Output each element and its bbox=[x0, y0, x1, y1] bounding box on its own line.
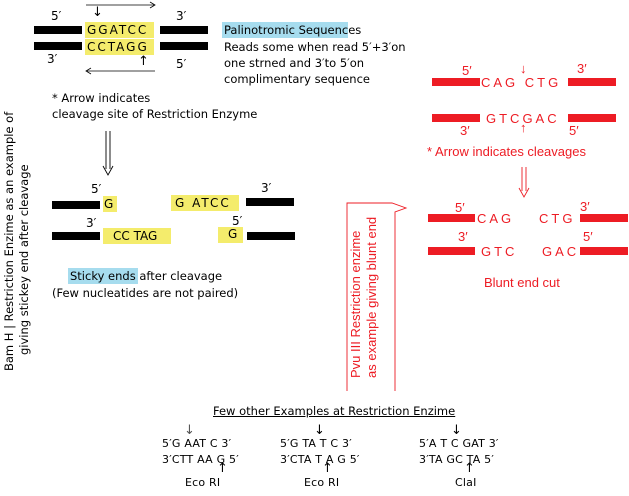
sticky-ends-label: Sticky ends after cleavage bbox=[70, 268, 222, 284]
pvu-cut-seq-bottom-left: GTC bbox=[481, 244, 518, 259]
dna-strand-top-left bbox=[34, 26, 82, 34]
bottom-direction-arrow bbox=[85, 67, 155, 75]
bamhi-side-caption-line2: giving stickey end after cleavage bbox=[17, 164, 31, 355]
pvu-strand-bottom-left bbox=[432, 114, 480, 122]
example1-top-seq: 5′G AAT C 3′ bbox=[162, 437, 232, 450]
cut-seq-top-left: G bbox=[104, 197, 116, 211]
cut-highlight-top-right bbox=[171, 195, 239, 211]
blunt-end-label: Blunt end cut bbox=[484, 275, 560, 290]
pvu-sequence-bottom: GTCGAC bbox=[486, 111, 560, 126]
cut-highlight-bottom-right bbox=[218, 227, 243, 243]
example2-enzyme-name: Eco RI bbox=[304, 476, 340, 489]
pvu-arrow-note: * Arrow indicates cleavages bbox=[427, 144, 586, 159]
arrow-note-line1: * Arrow indicates bbox=[52, 91, 151, 105]
cut-strand-bottom-left bbox=[52, 232, 100, 240]
pvu-label-5prime-bottom: 5′ bbox=[569, 123, 579, 138]
pvu-sequence-top: CAG CTG bbox=[481, 75, 562, 90]
example2-top-seq: 5′G TA T C 3′ bbox=[280, 437, 352, 450]
pvu-callout-box bbox=[346, 202, 408, 391]
palindrome-desc-line3: complimentary sequence bbox=[224, 72, 370, 86]
label-3prime-bottom: 3′ bbox=[47, 52, 58, 66]
bamhi-side-caption-line1: Bam H | Restriction Enzime as an example… bbox=[2, 111, 16, 371]
pvu-cut-label-5prime: 5′ bbox=[455, 200, 465, 215]
sticky-ends-highlight bbox=[68, 268, 138, 284]
cut-seq-bottom-right: G bbox=[228, 227, 240, 241]
dna-strand-top-right bbox=[160, 26, 208, 34]
example2-arrow-down-icon: ↓ bbox=[314, 423, 325, 438]
example3-bottom-seq: 3′TA GC TA 5′ bbox=[419, 453, 495, 466]
pvu-side-caption-line1: Pvu III Restriction enzime bbox=[348, 230, 363, 378]
cut-strand-top-right bbox=[246, 198, 294, 206]
pvu-strand-bottom-right bbox=[568, 114, 616, 122]
pvu-strand-top-right bbox=[568, 78, 616, 86]
example1-bottom-seq: 3′CTT AA G 5′ bbox=[162, 453, 239, 466]
cut-strand-bottom-right bbox=[247, 232, 295, 240]
pvu-label-3prime-bottom: 3′ bbox=[460, 123, 470, 138]
cut-seq-bottom-left: CC TAG bbox=[113, 229, 158, 243]
pvu-cut-strand-top-left bbox=[428, 214, 475, 222]
pvu-label-5prime-top: 5′ bbox=[462, 63, 472, 78]
pvu-cut-label-3prime-right: 3′ bbox=[580, 199, 590, 214]
example3-arrow-down-icon: ↓ bbox=[451, 423, 462, 438]
pvu-label-3prime-top: 3′ bbox=[577, 61, 587, 76]
example2-arrow-up-icon: ↑ bbox=[322, 461, 333, 476]
palindrome-title: Palinotromic Sequences bbox=[224, 23, 362, 37]
pvu-cleavage-arrow-down-icon: ↓ bbox=[520, 61, 527, 76]
label-5prime-bottom: 5′ bbox=[176, 57, 187, 71]
sequence-bottom: CCTAGG bbox=[87, 40, 149, 54]
pvu-cut-strand-top-right bbox=[580, 214, 628, 222]
label-3prime-top: 3′ bbox=[176, 9, 187, 23]
arrow-note-line2: cleavage site of Restriction Enzyme bbox=[52, 107, 258, 121]
sticky-ends-term: Sticky ends bbox=[70, 269, 136, 283]
cut-highlight-top-left bbox=[103, 196, 117, 212]
pvu-cut-strand-bottom-left bbox=[428, 247, 475, 255]
cleavage-arrow-down-icon: ↓ bbox=[92, 5, 103, 20]
example3-enzyme-name: ClaI bbox=[455, 476, 477, 489]
pvu-cut-seq-top-right: CTG bbox=[539, 211, 576, 226]
pvu-cleavage-arrow-up-icon: ↑ bbox=[520, 120, 527, 135]
cut-label-5prime-right: 5′ bbox=[232, 214, 243, 228]
palindrome-desc-line2: one strned and 3′to 5′on bbox=[224, 56, 365, 70]
cut-label-5prime: 5′ bbox=[91, 182, 102, 196]
example1-arrow-up-icon: ↑ bbox=[217, 461, 228, 476]
top-direction-arrow bbox=[86, 1, 156, 9]
cleavage-arrow-up-icon: ↑ bbox=[138, 54, 149, 69]
pvu-cut-seq-bottom-right: GAC bbox=[542, 244, 580, 259]
pvu-strand-top-left bbox=[432, 78, 480, 86]
examples-title: Few other Examples at Restriction Enzime bbox=[213, 404, 456, 418]
cut-label-3prime-right: 3′ bbox=[261, 181, 272, 195]
seq-highlight-bottom bbox=[85, 39, 154, 55]
example3-arrow-up-icon: ↑ bbox=[464, 461, 475, 476]
example1-arrow-down-icon: ↓ bbox=[184, 423, 195, 438]
example3-top-seq: 5′A T C GAT 3′ bbox=[419, 437, 499, 450]
sticky-ends-note: (Few nucleatides are not paired) bbox=[52, 286, 239, 300]
cut-strand-top-left bbox=[52, 201, 100, 209]
pvu-double-arrow-down-icon bbox=[518, 167, 530, 198]
example1-enzyme-name: Eco RI bbox=[185, 476, 221, 489]
dna-strand-bottom-left bbox=[34, 42, 82, 50]
pvu-cut-seq-top-left: CAG bbox=[477, 211, 515, 226]
pvu-cut-label-3prime-left: 3′ bbox=[458, 229, 468, 244]
cut-highlight-bottom-left bbox=[103, 228, 171, 244]
sticky-ends-rest: after cleavage bbox=[139, 269, 223, 283]
palindrome-title-highlight bbox=[222, 22, 348, 38]
pvu-cut-label-5prime-right: 5′ bbox=[583, 229, 593, 244]
pvu-cut-strand-bottom-right bbox=[580, 247, 628, 255]
example2-bottom-seq: 3′CTA T A G 5′ bbox=[280, 453, 360, 466]
double-arrow-down-icon bbox=[102, 131, 114, 176]
seq-highlight-top bbox=[85, 22, 154, 38]
pvu-side-caption-line2: as example giving blunt end bbox=[364, 216, 379, 378]
cut-seq-top-right: G ATCC bbox=[175, 196, 231, 210]
palindrome-desc-line1: Reads some when read 5′+3′on bbox=[224, 40, 406, 54]
cut-label-3prime-left: 3′ bbox=[86, 216, 97, 230]
sequence-top: GGATCC bbox=[87, 23, 149, 37]
dna-strand-bottom-right bbox=[160, 42, 208, 50]
label-5prime-top: 5′ bbox=[51, 9, 62, 23]
